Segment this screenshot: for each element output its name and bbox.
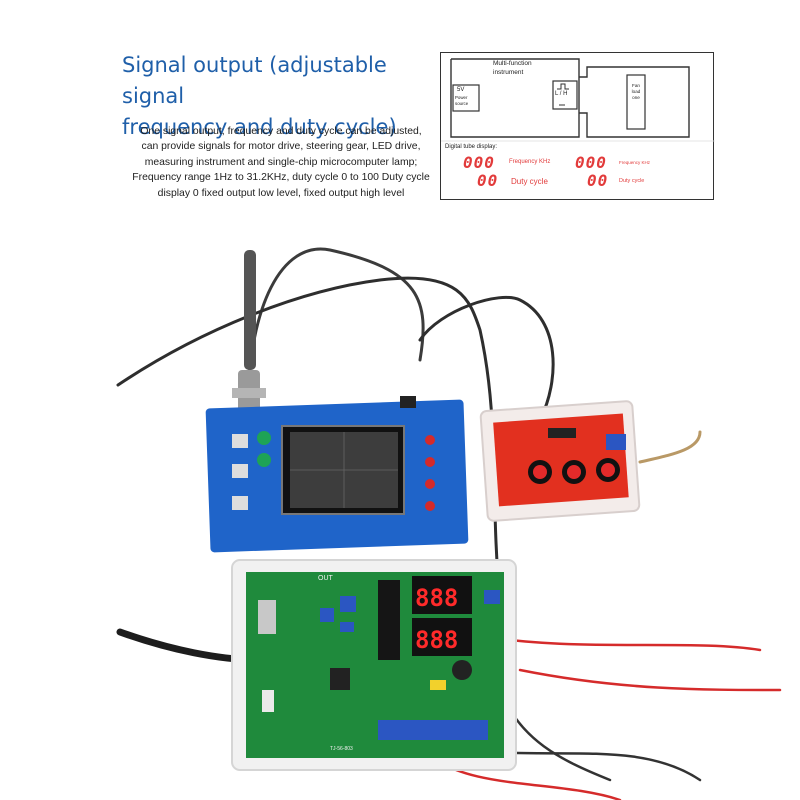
instrument-label: Multi-function instrument — [493, 60, 532, 76]
out-label: OUT — [318, 575, 334, 582]
digital-tube-title: Digital tube display: — [445, 144, 498, 150]
product-photo: 888 888 OUT TJ-56-803 — [0, 220, 800, 800]
power-label: 5V — [457, 87, 465, 93]
right-duty-digits: 00 — [587, 171, 609, 190]
description-line-3: measuring instrument and single-chip mic… — [144, 156, 418, 168]
product-photo-illustration: 888 888 OUT TJ-56-803 — [116, 247, 782, 800]
headline: Signal output (adjustable signal frequen… — [122, 50, 432, 143]
oscilloscope-board — [205, 396, 469, 553]
load-label: Fan load one — [631, 83, 641, 100]
signal-generator-module — [479, 400, 641, 522]
left-frequency-unit: Frequency KHz — [509, 159, 551, 165]
power-sub-label: Power source — [455, 95, 469, 106]
main-control-board: 888 888 OUT TJ-56-803 — [231, 559, 517, 771]
switch-label: L / H — [555, 91, 568, 97]
probe-connector — [232, 250, 266, 414]
description-line-1: One signal output, frequency and duty cy… — [140, 126, 422, 137]
headline-line-2: frequency and duty cycle) — [122, 115, 397, 139]
right-frequency-unit: Frequency KHz — [619, 160, 651, 165]
top-seven-segment-display: 888 — [415, 584, 458, 612]
wiring-diagram-lines — [441, 58, 715, 142]
description: One signal output, frequency and duty cy… — [126, 124, 436, 201]
bottom-seven-segment-display: 888 — [415, 626, 458, 654]
left-duty-unit: Duty cycle — [511, 177, 548, 186]
right-frequency-digits: 000 — [575, 153, 607, 172]
right-duty-unit: Duty cycle — [619, 178, 645, 184]
board-model-label: TJ-56-803 — [330, 746, 353, 752]
left-frequency-digits: 000 — [463, 153, 495, 172]
wiring-diagram: Multi-function instrument 5V Power sourc… — [440, 52, 715, 200]
description-line-4: Frequency range 1Hz to 31.2KHz, duty cyc… — [132, 172, 430, 184]
headline-line-1: Signal output (adjustable signal — [122, 53, 387, 108]
left-duty-digits: 00 — [477, 171, 499, 190]
description-line-2: can provide signals for motor drive, ste… — [141, 141, 421, 153]
description-line-5: display 0 fixed output low level, fixed … — [157, 187, 405, 199]
